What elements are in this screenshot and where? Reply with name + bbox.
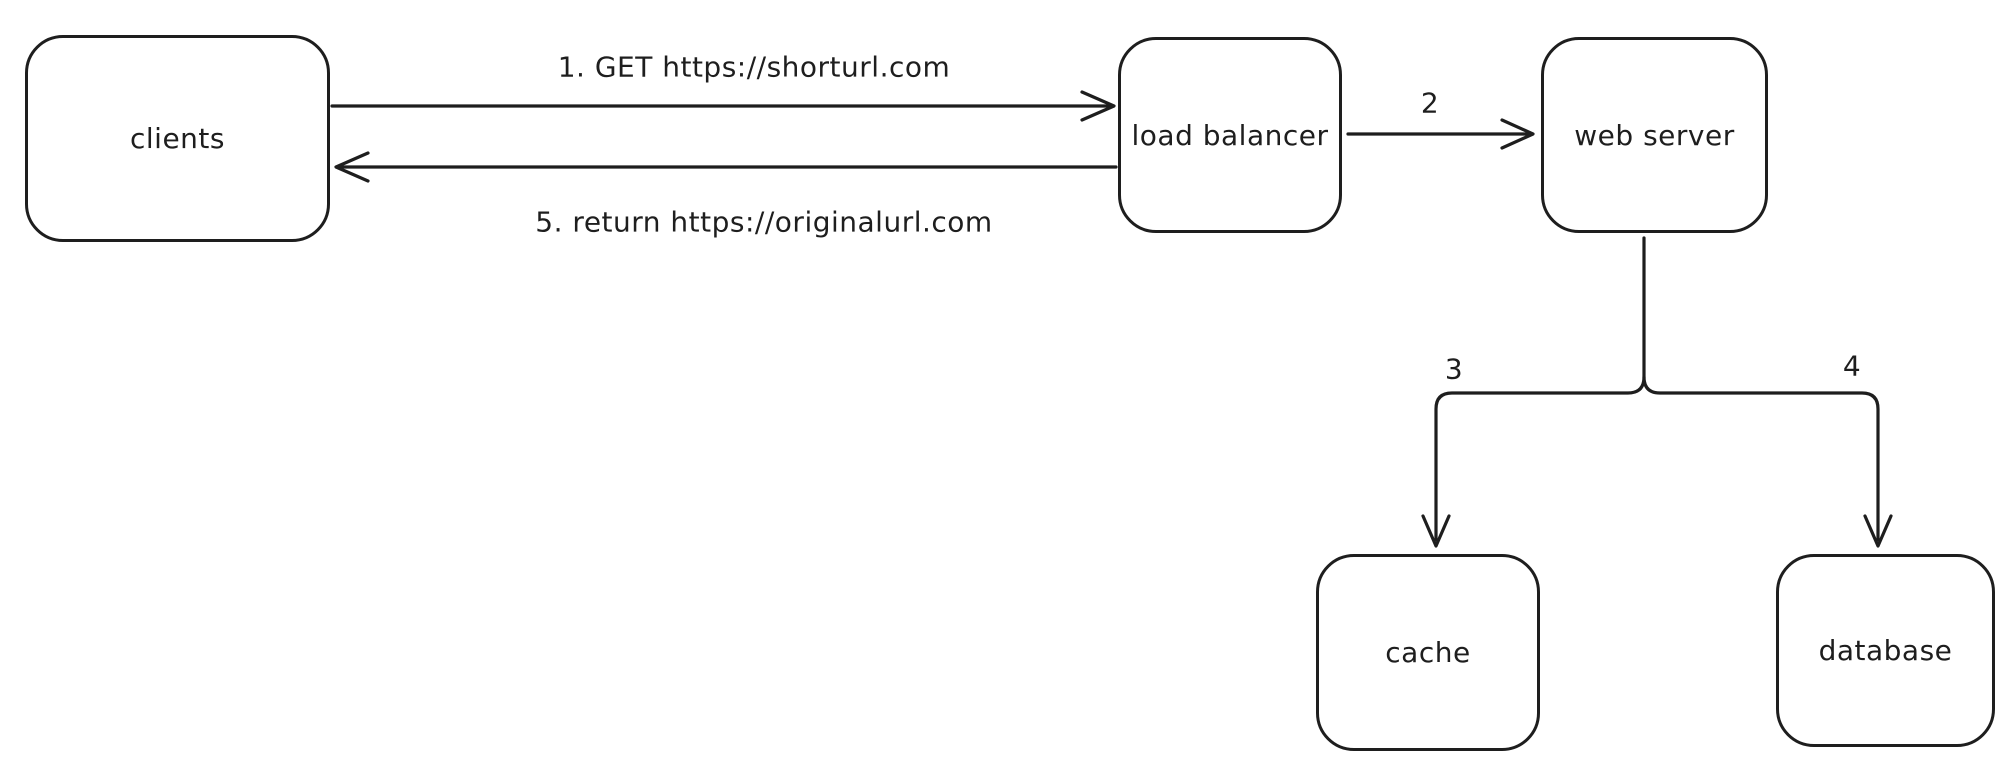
edge-label-get-shorturl: 1. GET https://shorturl.com (557, 50, 951, 84)
arrowhead-right-icon (1500, 118, 1535, 150)
edge-label-step-2: 2 (1420, 86, 1440, 120)
edge-request-arrow[interactable] (330, 90, 1116, 122)
edge-webserver-to-database-arrow[interactable] (1642, 375, 1893, 548)
edge-webserver-database-line[interactable] (1642, 375, 1880, 542)
edge-return-arrow[interactable] (334, 151, 1118, 183)
node-web-server-label: web server (1574, 118, 1735, 152)
edge-label-return-originalurl: 5. return https://originalurl.com (535, 205, 993, 239)
node-load-balancer[interactable]: load balancer (1118, 37, 1342, 233)
arrowhead-down-icon (1421, 514, 1451, 548)
node-clients-label: clients (130, 122, 225, 155)
node-cache[interactable]: cache (1316, 554, 1540, 751)
node-database[interactable]: database (1776, 554, 1995, 747)
arrowhead-right-icon (1080, 90, 1116, 122)
edge-lb-to-webserver-arrow[interactable] (1346, 118, 1535, 150)
edge-label-step-3: 3 (1444, 352, 1464, 386)
edge-webserver-cache-line[interactable] (1434, 236, 1646, 542)
node-cache-label: cache (1385, 636, 1471, 669)
arrowhead-down-icon (1863, 514, 1893, 548)
edge-webserver-to-cache-arrow[interactable] (1421, 236, 1646, 548)
node-database-label: database (1818, 634, 1953, 667)
edge-label-step-4: 4 (1842, 349, 1862, 383)
node-clients[interactable]: clients (25, 35, 330, 242)
arrowhead-left-icon (334, 151, 370, 183)
node-load-balancer-label: load balancer (1131, 118, 1329, 152)
node-web-server[interactable]: web server (1541, 37, 1768, 233)
